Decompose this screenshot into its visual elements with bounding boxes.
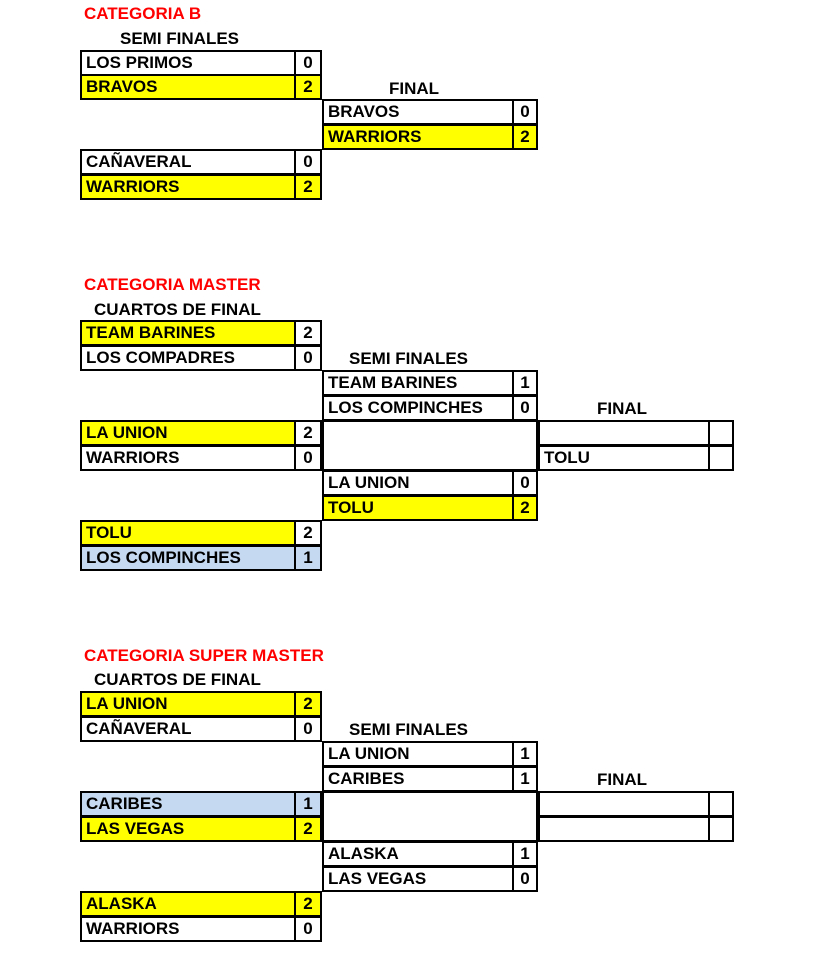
category-title: CATEGORIA MASTER <box>84 275 261 294</box>
score-cell: 2 <box>294 420 322 446</box>
team-cell <box>538 420 710 446</box>
score-cell-winner: 2 <box>294 691 322 717</box>
round-label-semifinals: SEMI FINALES <box>349 720 469 739</box>
team-cell-winner: LA UNION <box>80 691 296 717</box>
team-cell-winner: TEAM BARINES <box>80 320 296 346</box>
score-cell: 1 <box>512 370 538 396</box>
round-label-semifinals: SEMI FINALES <box>120 29 240 48</box>
round-label-final: FINAL <box>597 399 648 418</box>
score-cell <box>708 791 734 817</box>
score-cell-winner: 2 <box>294 74 322 100</box>
score-cell: 0 <box>512 395 538 421</box>
round-label-quarterfinals: CUARTOS DE FINAL <box>94 670 261 689</box>
team-cell: LOS COMPINCHES <box>322 395 514 421</box>
team-cell: TEAM BARINES <box>322 370 514 396</box>
team-cell-winner: LAS VEGAS <box>80 816 296 842</box>
team-cell-winner: WARRIORS <box>80 174 296 200</box>
team-cell <box>538 816 710 842</box>
score-cell <box>708 420 734 446</box>
bracket-connector <box>322 791 538 842</box>
team-cell: LAS VEGAS <box>322 866 514 892</box>
team-cell <box>538 791 710 817</box>
team-cell-winner: TOLU <box>322 495 514 521</box>
score-cell-winner: 2 <box>294 891 322 917</box>
score-cell: 1 <box>512 841 538 867</box>
team-cell-winner: TOLU <box>80 520 296 546</box>
team-cell-winner: WARRIORS <box>322 124 514 150</box>
round-label-final: FINAL <box>597 770 648 789</box>
score-cell: 2 <box>294 520 322 546</box>
team-cell: LA UNION <box>322 470 514 496</box>
category-title: CATEGORIA SUPER MASTER <box>84 646 324 665</box>
category-title: CATEGORIA B <box>84 4 202 23</box>
team-cell: TOLU <box>538 445 710 471</box>
round-label-final: FINAL <box>389 79 440 98</box>
score-cell: 0 <box>294 149 322 175</box>
score-cell: 0 <box>294 345 322 371</box>
round-label-quarterfinals: CUARTOS DE FINAL <box>94 300 261 319</box>
score-cell-highlight: 1 <box>294 791 322 817</box>
team-cell: LA UNION <box>322 741 514 767</box>
score-cell: 0 <box>294 445 322 471</box>
team-cell: LOS PRIMOS <box>80 50 296 76</box>
score-cell: 1 <box>512 741 538 767</box>
score-cell-winner: 2 <box>512 495 538 521</box>
team-cell-highlight: LOS COMPINCHES <box>80 545 296 571</box>
score-cell <box>708 816 734 842</box>
score-cell: 1 <box>512 766 538 792</box>
score-cell: 0 <box>294 916 322 942</box>
team-cell: WARRIORS <box>80 445 296 471</box>
team-cell: CARIBES <box>322 766 514 792</box>
score-cell-winner: 2 <box>294 816 322 842</box>
score-cell <box>708 445 734 471</box>
score-cell: 0 <box>294 50 322 76</box>
bracket-connector <box>322 420 538 471</box>
score-cell: 0 <box>512 470 538 496</box>
score-cell: 2 <box>294 320 322 346</box>
team-cell: WARRIORS <box>80 916 296 942</box>
team-cell-winner: LA UNION <box>80 420 296 446</box>
score-cell-winner: 2 <box>294 174 322 200</box>
team-cell: CAÑAVERAL <box>80 149 296 175</box>
team-cell: BRAVOS <box>322 99 514 125</box>
score-cell: 0 <box>512 99 538 125</box>
team-cell: ALASKA <box>322 841 514 867</box>
score-cell-highlight: 1 <box>294 545 322 571</box>
score-cell: 0 <box>294 716 322 742</box>
team-cell-highlight: CARIBES <box>80 791 296 817</box>
team-cell: CAÑAVERAL <box>80 716 296 742</box>
score-cell: 0 <box>512 866 538 892</box>
team-cell: LOS COMPADRES <box>80 345 296 371</box>
team-cell-winner: ALASKA <box>80 891 296 917</box>
round-label-semifinals: SEMI FINALES <box>349 349 469 368</box>
score-cell-winner: 2 <box>512 124 538 150</box>
team-cell-winner: BRAVOS <box>80 74 296 100</box>
